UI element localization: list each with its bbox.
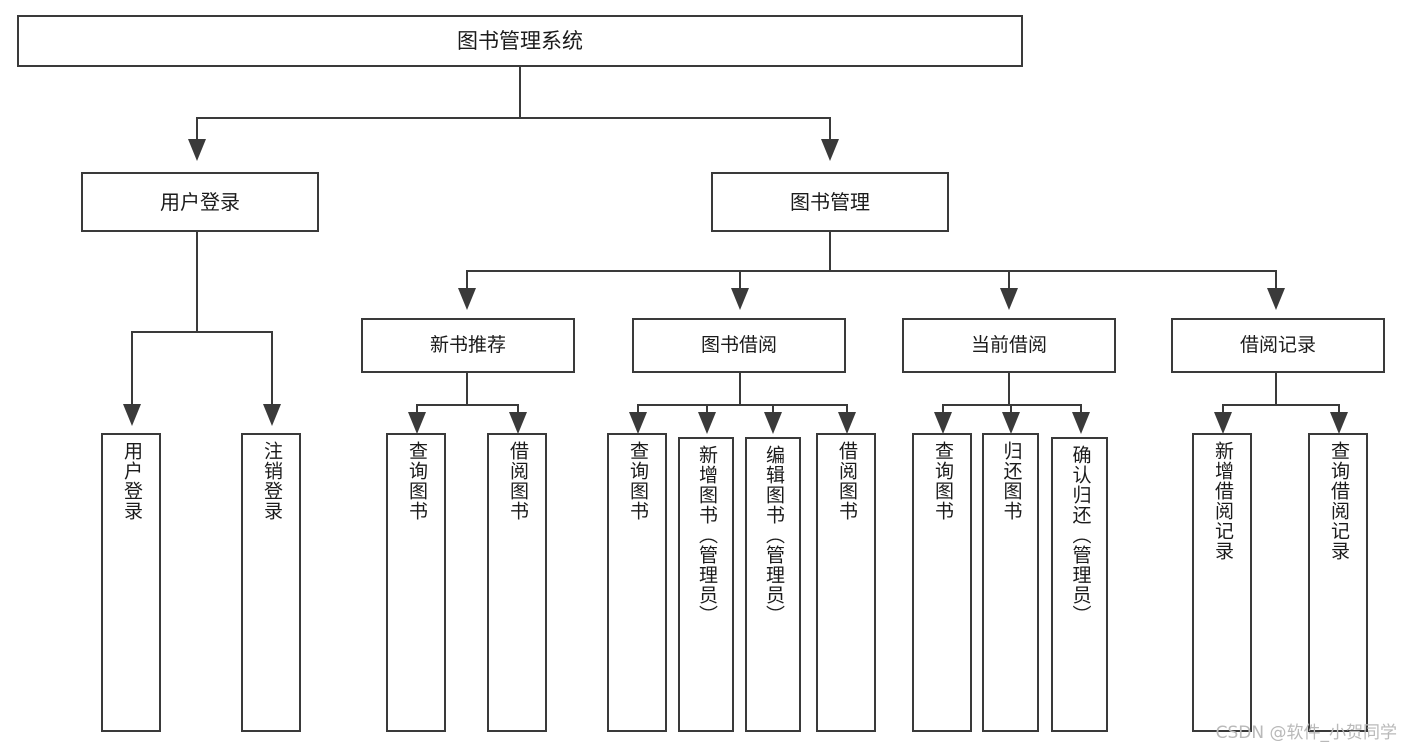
node-label: 借阅图书 [506, 441, 529, 521]
connector-book-borrow-stem [739, 373, 741, 405]
leaf-query-borrow-record[interactable]: 查询借阅记录 [1308, 433, 1368, 732]
connector-book-manage-drop-3 [1008, 270, 1010, 290]
connector-borrow-record-stem [1275, 373, 1277, 405]
node-label: 编辑图书（管理员） [762, 445, 785, 625]
connector-book-manage-bus [466, 270, 1276, 272]
arrowhead-current-borrow [1000, 288, 1018, 310]
node-new-book-recommend[interactable]: 新书推荐 [361, 318, 575, 373]
connector-current-borrow-drop-1 [942, 404, 944, 414]
csdn-watermark: CSDN @软件_小贺同学 [1215, 723, 1397, 743]
connector-current-borrow-stem [1008, 373, 1010, 405]
connector-new-book-stem [466, 373, 468, 405]
node-user-login[interactable]: 用户登录 [81, 172, 319, 232]
connector-new-book-drop-2 [517, 404, 519, 414]
arrowhead-leaf-add-book [698, 412, 716, 434]
node-label: 确认归还（管理员） [1069, 445, 1092, 625]
leaf-edit-book-admin[interactable]: 编辑图书（管理员） [745, 437, 801, 732]
arrowhead-leaf-borrow-book-1 [509, 412, 527, 434]
connector-user-login-drop-1 [131, 331, 133, 406]
node-label: 图书借阅 [700, 333, 777, 356]
node-label: 当前借阅 [970, 333, 1047, 356]
arrowhead-leaf-return-book [1002, 412, 1020, 434]
arrowhead-new-book [458, 288, 476, 310]
connector-borrow-record-drop-2 [1338, 404, 1340, 414]
node-label: 新增借阅记录 [1211, 441, 1234, 561]
connector-book-borrow-bus [637, 404, 847, 406]
arrowhead-leaf-query-book-2 [629, 412, 647, 434]
node-label: 查询图书 [626, 441, 649, 521]
arrowhead-leaf-query-record [1330, 412, 1348, 434]
connector-current-borrow-drop-3 [1080, 404, 1082, 414]
arrowhead-leaf-borrow-book-2 [838, 412, 856, 434]
arrowhead-book-manage [821, 139, 839, 161]
leaf-add-book-admin[interactable]: 新增图书（管理员） [678, 437, 734, 732]
node-root-system[interactable]: 图书管理系统 [17, 15, 1023, 67]
arrowhead-leaf-edit-book [764, 412, 782, 434]
connector-book-manage-drop-4 [1275, 270, 1277, 290]
node-label: 新书推荐 [429, 333, 506, 356]
connector-borrow-record-bus [1222, 404, 1339, 406]
connector-book-borrow-drop-3 [772, 404, 774, 414]
leaf-query-book-borrow[interactable]: 查询图书 [607, 433, 667, 732]
node-label: 用户登录 [160, 189, 240, 214]
node-label: 查询图书 [405, 441, 428, 521]
leaf-logout[interactable]: 注销登录 [241, 433, 301, 732]
arrowhead-borrow-record [1267, 288, 1285, 310]
arrowhead-leaf-confirm-return [1072, 412, 1090, 434]
node-label: 用户登录 [120, 441, 143, 521]
connector-book-manage-drop-2 [739, 270, 741, 290]
connector-root-drop-left [196, 117, 198, 141]
connector-user-login-bus [131, 331, 273, 333]
arrowhead-book-borrow [731, 288, 749, 310]
node-book-borrow[interactable]: 图书借阅 [632, 318, 846, 373]
connector-root-stem [519, 67, 521, 118]
arrowhead-leaf-add-record [1214, 412, 1232, 434]
node-label: 查询借阅记录 [1327, 441, 1350, 561]
node-label: 查询图书 [931, 441, 954, 521]
connector-borrow-record-drop-1 [1222, 404, 1224, 414]
node-label: 借阅图书 [835, 441, 858, 521]
node-label: 图书管理系统 [457, 28, 583, 53]
leaf-confirm-return-admin[interactable]: 确认归还（管理员） [1051, 437, 1108, 732]
connector-book-borrow-drop-1 [637, 404, 639, 414]
connector-book-borrow-drop-2 [706, 404, 708, 414]
connector-root-bus [196, 117, 831, 119]
connector-new-book-bus [416, 404, 518, 406]
leaf-add-borrow-record[interactable]: 新增借阅记录 [1192, 433, 1252, 732]
connector-user-login-stem [196, 232, 198, 332]
node-label: 注销登录 [260, 441, 283, 521]
leaf-borrow-book-borrow[interactable]: 借阅图书 [816, 433, 876, 732]
node-book-manage[interactable]: 图书管理 [711, 172, 949, 232]
arrowhead-user-login [188, 139, 206, 161]
arrowhead-leaf-logout [263, 404, 281, 426]
node-current-borrow[interactable]: 当前借阅 [902, 318, 1116, 373]
leaf-borrow-book-new[interactable]: 借阅图书 [487, 433, 547, 732]
connector-root-drop-right [829, 117, 831, 141]
node-label: 借阅记录 [1239, 333, 1316, 356]
node-label: 归还图书 [1000, 441, 1023, 521]
connector-book-manage-drop-1 [466, 270, 468, 290]
leaf-user-login[interactable]: 用户登录 [101, 433, 161, 732]
leaf-query-book-current[interactable]: 查询图书 [912, 433, 972, 732]
connector-new-book-drop-1 [416, 404, 418, 414]
leaf-return-book[interactable]: 归还图书 [982, 433, 1039, 732]
arrowhead-leaf-query-book-3 [934, 412, 952, 434]
leaf-query-book-new[interactable]: 查询图书 [386, 433, 446, 732]
connector-book-borrow-drop-4 [846, 404, 848, 414]
node-borrow-record[interactable]: 借阅记录 [1171, 318, 1385, 373]
connector-user-login-drop-2 [271, 331, 273, 406]
arrowhead-leaf-query-book-1 [408, 412, 426, 434]
node-label: 图书管理 [790, 189, 870, 214]
connector-current-borrow-drop-2 [1010, 404, 1012, 414]
connector-book-manage-stem [829, 232, 831, 271]
node-label: 新增图书（管理员） [695, 445, 718, 625]
arrowhead-leaf-user-login [123, 404, 141, 426]
